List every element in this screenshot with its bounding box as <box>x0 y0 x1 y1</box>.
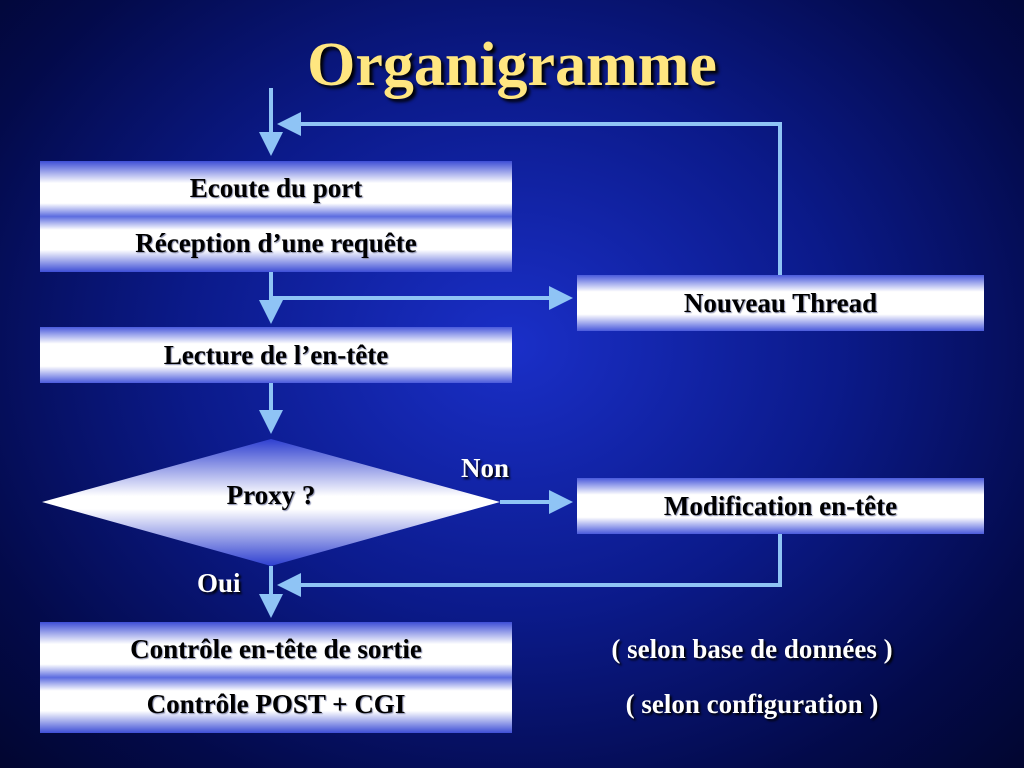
thread-label: Nouveau Thread <box>683 287 878 318</box>
controle-box: Contrôle en-tête de sortie Contrôle POST… <box>40 622 512 733</box>
modification-box: Modification en-tête <box>577 478 984 534</box>
slide-title: Organigramme <box>307 31 717 99</box>
reception-label: Réception d’une requête <box>135 228 417 258</box>
modification-label: Modification en-tête <box>663 490 898 521</box>
non-label: Non <box>461 453 510 483</box>
note-configuration: ( selon configuration ) <box>625 689 879 719</box>
modification-return-arrow <box>277 534 782 597</box>
loop-back-arrow <box>277 112 782 275</box>
controle-sortie-label: Contrôle en-tête de sortie <box>130 634 422 664</box>
note-database: ( selon base de données ) <box>611 634 893 664</box>
lecture-label: Lecture de l’en-tête <box>163 339 389 370</box>
oui-label: Oui <box>197 568 241 598</box>
proxy-label: Proxy ? <box>226 480 316 510</box>
ecoute-box: Ecoute du port Réception d’une requête <box>40 161 512 272</box>
ecoute-label: Ecoute du port <box>189 173 363 203</box>
controle-post-label: Contrôle POST + CGI <box>146 689 406 719</box>
thread-box: Nouveau Thread <box>577 275 984 331</box>
lecture-box: Lecture de l’en-tête <box>40 327 512 383</box>
proxy-decision-diamond <box>42 439 500 566</box>
